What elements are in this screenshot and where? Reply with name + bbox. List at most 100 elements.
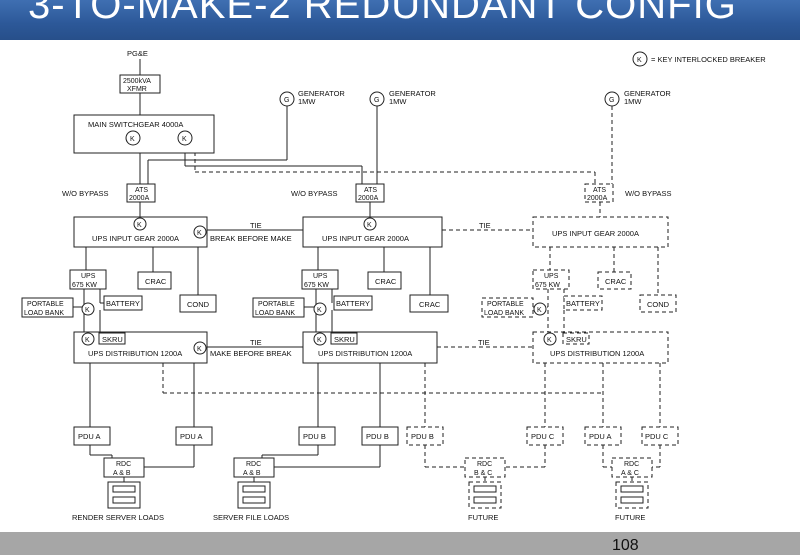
pdu-label: PDU B <box>366 432 389 441</box>
key-interlock-icon <box>177 130 193 146</box>
svg-text:RDC: RDC <box>624 461 639 468</box>
crac-box <box>367 271 402 290</box>
svg-text:K: K <box>197 346 202 353</box>
legend-symbol: K <box>637 57 642 64</box>
key-interlock-icon <box>193 341 207 355</box>
input-tie-1-note: BREAK BEFORE MAKE <box>210 234 292 243</box>
pdu-box <box>298 426 336 446</box>
ats-1: ATS 2000A W/O BYPASS <box>62 183 156 203</box>
key-interlock-icon <box>313 302 327 316</box>
crac-label: CRAC <box>375 277 397 286</box>
svg-text:ATS: ATS <box>593 187 606 194</box>
svg-text:2000A: 2000A <box>358 195 379 202</box>
dist-tie-1-note: MAKE BEFORE BREAK <box>210 349 292 358</box>
generator-1: G GENERATOR 1MW <box>279 89 345 107</box>
pdu-box <box>406 426 444 446</box>
input-tie-1-label: TIE <box>250 221 262 230</box>
connection-lines <box>73 59 661 482</box>
dist-tie-1-label: TIE <box>250 338 262 347</box>
svg-text:RDC: RDC <box>477 461 492 468</box>
server-rack-icon <box>468 481 502 509</box>
key-interlock-icon <box>533 302 547 316</box>
page-number: 108 <box>612 537 639 554</box>
svg-text:GENERATOR: GENERATOR <box>624 89 671 98</box>
portable-load-bank-2: PORTABLE LOAD BANK K <box>252 297 327 318</box>
rdc-3: RDC B & C <box>464 457 506 478</box>
svg-text:K: K <box>367 222 372 229</box>
svg-text:GENERATOR: GENERATOR <box>298 89 345 98</box>
legend-text: = KEY INTERLOCKED BREAKER <box>651 55 766 64</box>
pdu-label: PDU A <box>589 432 612 441</box>
cond-label: COND <box>187 300 210 309</box>
ups-distribution-1: K SKRU UPS DISTRIBUTION 1200A K <box>73 331 208 364</box>
svg-text:SKRU: SKRU <box>102 335 123 344</box>
svg-text:RDC: RDC <box>116 461 131 468</box>
svg-text:UPS INPUT GEAR 2000A: UPS INPUT GEAR 2000A <box>552 229 639 238</box>
svg-text:2000A: 2000A <box>129 195 150 202</box>
key-interlock-symbol: K <box>130 136 135 143</box>
pdu-label: PDU B <box>411 432 434 441</box>
svg-text:UPS: UPS <box>313 273 328 280</box>
svg-text:G: G <box>374 97 379 104</box>
load-label: SERVER FILE LOADS <box>213 513 289 522</box>
key-interlock-icon <box>313 332 327 346</box>
svg-text:K: K <box>85 307 90 314</box>
server-rack-icon <box>615 481 649 509</box>
ups-3: UPS 675 KW <box>532 269 570 290</box>
svg-text:1MW: 1MW <box>624 97 642 106</box>
ats-bypass-label: W/O BYPASS <box>291 189 338 198</box>
load-label: RENDER SERVER LOADS <box>72 513 164 522</box>
svg-text:UPS DISTRIBUTION 1200A: UPS DISTRIBUTION 1200A <box>88 349 182 358</box>
svg-text:PORTABLE: PORTABLE <box>27 301 64 308</box>
svg-text:UPS INPUT GEAR 2000A: UPS INPUT GEAR 2000A <box>92 234 179 243</box>
load-label: FUTURE <box>615 513 645 522</box>
transformer-box <box>119 74 161 94</box>
svg-text:UPS DISTRIBUTION 1200A: UPS DISTRIBUTION 1200A <box>318 349 412 358</box>
pdu-label: PDU A <box>180 432 203 441</box>
generator-icon <box>604 91 620 107</box>
rdc-2: RDC A & B <box>233 457 275 478</box>
svg-text:SKRU: SKRU <box>334 335 355 344</box>
generator-3: G GENERATOR 1MW <box>604 89 671 107</box>
battery-label: BATTERY <box>336 299 370 308</box>
svg-text:ATS: ATS <box>364 187 377 194</box>
svg-text:K: K <box>197 230 202 237</box>
skru-box <box>98 332 126 345</box>
ats-3: ATS 2000A W/O BYPASS <box>584 183 672 203</box>
svg-text:UPS: UPS <box>81 273 96 280</box>
one-line-diagram: PG&E 2500kVA XFMR MAIN SWITCHGEAR 4000A … <box>21 49 766 522</box>
svg-text:K: K <box>547 337 552 344</box>
svg-text:LOAD BANK: LOAD BANK <box>255 310 295 317</box>
pdu-label: PDU A <box>78 432 101 441</box>
svg-text:G: G <box>609 97 614 104</box>
svg-text:675 KW: 675 KW <box>72 282 97 289</box>
pdu-label: PDU C <box>531 432 555 441</box>
ups-distribution-3: K SKRU UPS DISTRIBUTION 1200A <box>532 331 669 364</box>
pdu-row: PDU A PDU A PDU B PDU B PDU B PDU C PDU … <box>73 426 679 446</box>
svg-text:675 KW: 675 KW <box>304 282 329 289</box>
key-interlock-icon <box>125 130 141 146</box>
pdu-box <box>175 426 213 446</box>
generator-icon <box>279 91 295 107</box>
crac-box <box>409 294 449 313</box>
svg-text:LOAD BANK: LOAD BANK <box>24 310 64 317</box>
input-tie-2-label: TIE <box>479 221 491 230</box>
svg-text:1MW: 1MW <box>298 97 316 106</box>
svg-text:G: G <box>284 97 289 104</box>
generator-2: G GENERATOR 1MW <box>369 89 436 107</box>
svg-text:GENERATOR: GENERATOR <box>389 89 436 98</box>
battery-box <box>103 295 143 311</box>
ups-input-gear-3: UPS INPUT GEAR 2000A <box>532 216 669 248</box>
svg-text:SKRU: SKRU <box>566 335 587 344</box>
crac-label: CRAC <box>419 300 441 309</box>
svg-text:UPS DISTRIBUTION 1200A: UPS DISTRIBUTION 1200A <box>550 349 644 358</box>
key-interlock-icon <box>193 225 207 239</box>
slide-title: 3-TO-MAKE-2 REDUNDANT CONFIG <box>28 0 737 27</box>
svg-text:K: K <box>85 337 90 344</box>
svg-text:A & C: A & C <box>621 470 639 477</box>
crac-box <box>137 271 172 290</box>
svg-text:ATS: ATS <box>135 187 148 194</box>
cond-box <box>639 294 677 313</box>
cond-label: COND <box>647 300 670 309</box>
svg-text:K: K <box>537 307 542 314</box>
